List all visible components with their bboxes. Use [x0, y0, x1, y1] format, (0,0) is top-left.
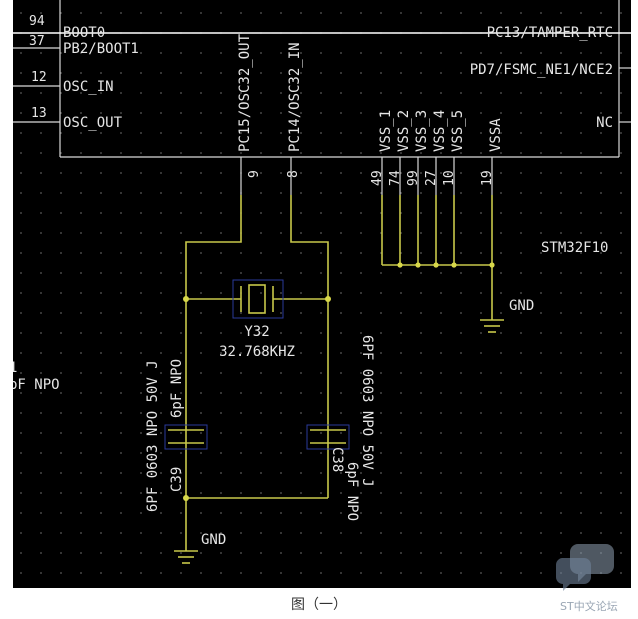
pin-name-boot0: BOOT0	[63, 25, 105, 41]
bottom-pin-stubs	[240, 157, 493, 195]
pin-num-10: 10	[442, 170, 457, 186]
pin-num-19: 19	[480, 170, 495, 186]
gnd-label-bottom: GND	[201, 532, 226, 548]
watermark-text: ST中文论坛	[560, 600, 618, 613]
pin-name-vss1: VSS_1	[378, 110, 394, 152]
capacitor-c39: C39 6pF NPO 6PF 0603 NPO 50V J	[145, 359, 208, 512]
left-pins: 94 37 12 13 BOOT0 PB2/BOOT1 OSC_IN OSC_O…	[13, 14, 139, 131]
pin-name-vss2: VSS_2	[396, 110, 412, 152]
pin-num-27: 27	[424, 170, 439, 186]
pin-name-pc14: PC14/OSC32_IN	[287, 42, 303, 152]
schematic-canvas: 94 37 12 13 BOOT0 PB2/BOOT1 OSC_IN OSC_O…	[9, 0, 631, 588]
crystal-ref: Y32	[244, 324, 269, 340]
pin-name-vss5: VSS_5	[450, 110, 466, 152]
chip-part-label: STM32F10	[541, 240, 608, 256]
pin-name-pd7: PD7/FSMC_NE1/NCE2	[470, 62, 613, 78]
osc-wiring	[183, 195, 331, 530]
bottom-pin-numbers: 9 8 49 74 99 27 10 19	[247, 170, 495, 186]
bottom-pin-names: PC15/OSC32_OUT PC14/OSC32_IN VSS_1 VSS_2…	[237, 33, 504, 152]
pin-num-94: 94	[29, 14, 45, 29]
gnd-symbol-bottom: GND	[174, 530, 226, 564]
pin-name-vssa: VSSA	[488, 118, 504, 152]
crystal-value: 32.768KHZ	[219, 344, 295, 360]
pin-name-vss4: VSS_4	[432, 110, 448, 152]
pin-name-vss3: VSS_3	[414, 110, 430, 152]
cap-c38-value: 6pF NPO	[344, 462, 360, 521]
crystal-y32: Y32 32.768KHZ	[219, 279, 295, 360]
pin-num-8: 8	[286, 170, 301, 178]
pin-name-pb2-boot1: PB2/BOOT1	[63, 41, 139, 57]
watermark-logo-icon	[556, 544, 614, 591]
pin-name-pc15: PC15/OSC32_OUT	[237, 33, 253, 152]
cap-c39-ref: C39	[169, 467, 185, 492]
pin-num-49: 49	[370, 170, 385, 186]
pin-name-nc: NC	[596, 115, 613, 131]
partial-left-component: 1 pF NPO	[9, 360, 60, 393]
chip-body	[13, 0, 631, 158]
pin-num-13: 13	[31, 106, 47, 121]
partial-left-ref: 1	[13, 360, 17, 376]
pin-num-12: 12	[31, 70, 47, 85]
pin-name-osc-out: OSC_OUT	[63, 115, 123, 131]
pin-num-37: 37	[29, 34, 45, 49]
pin-num-99: 99	[406, 170, 421, 186]
pin-num-9: 9	[247, 170, 262, 178]
figure-caption: 图（一）	[291, 597, 347, 613]
partial-left-value: pF NPO	[13, 377, 60, 393]
cap-c38-ref: C38	[329, 447, 345, 472]
cap-c39-desc: 6PF 0603 NPO 50V J	[145, 360, 161, 512]
cap-c38-desc: 6PF 0603 NPO 50V J	[359, 335, 375, 487]
cap-c39-value: 6pF NPO	[169, 359, 185, 418]
gnd-label-right: GND	[509, 298, 534, 314]
pin-num-74: 74	[388, 170, 403, 186]
pin-name-osc-in: OSC_IN	[63, 79, 114, 95]
pin-name-pc13: PC13/TAMPER_RTC	[487, 25, 613, 41]
vss-gnd-net: GND	[381, 195, 534, 333]
capacitor-c38: C38 6pF NPO 6PF 0603 NPO 50V J	[306, 335, 375, 521]
right-pins: PC13/TAMPER_RTC PD7/FSMC_NE1/NCE2 NC STM…	[470, 25, 631, 256]
